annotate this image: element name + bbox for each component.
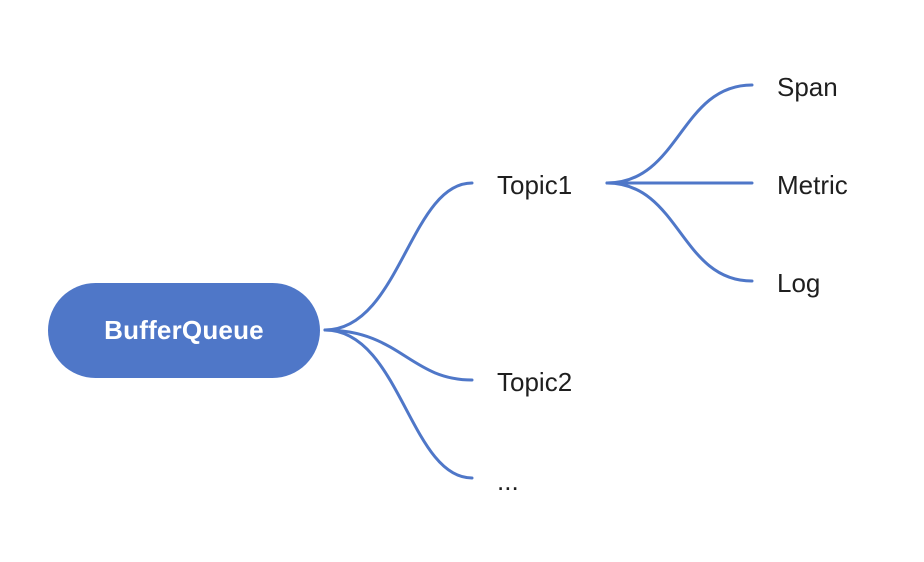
node-metric-label: Metric bbox=[777, 170, 848, 200]
node-log-label: Log bbox=[777, 268, 821, 298]
node-ellipsis-label: ... bbox=[497, 466, 519, 496]
node-topic1-label: Topic1 bbox=[497, 170, 573, 200]
connector-root-topic1 bbox=[323, 181, 474, 332]
connector-topic1-span bbox=[605, 83, 754, 185]
connector-topic1-log bbox=[605, 181, 754, 283]
node-span-label: Span bbox=[777, 72, 838, 102]
connector-root-more bbox=[323, 328, 474, 480]
node-topic2-label: Topic2 bbox=[497, 367, 573, 397]
connector-root-topic2 bbox=[323, 328, 474, 382]
root-node: BufferQueue bbox=[48, 283, 320, 378]
root-node-label: BufferQueue bbox=[104, 315, 264, 345]
